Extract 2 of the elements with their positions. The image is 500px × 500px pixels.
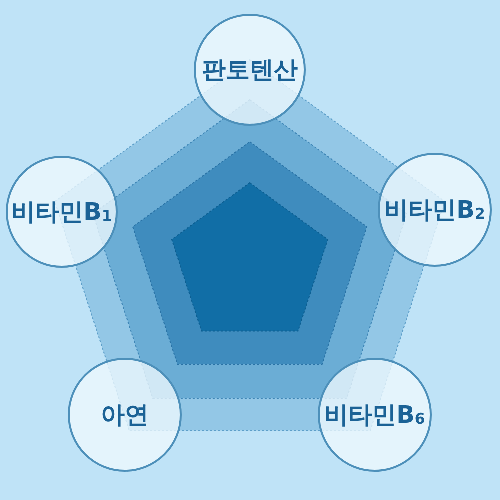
node-label: 아연 [101, 403, 149, 427]
node-label: 판토텐산 [202, 58, 298, 82]
